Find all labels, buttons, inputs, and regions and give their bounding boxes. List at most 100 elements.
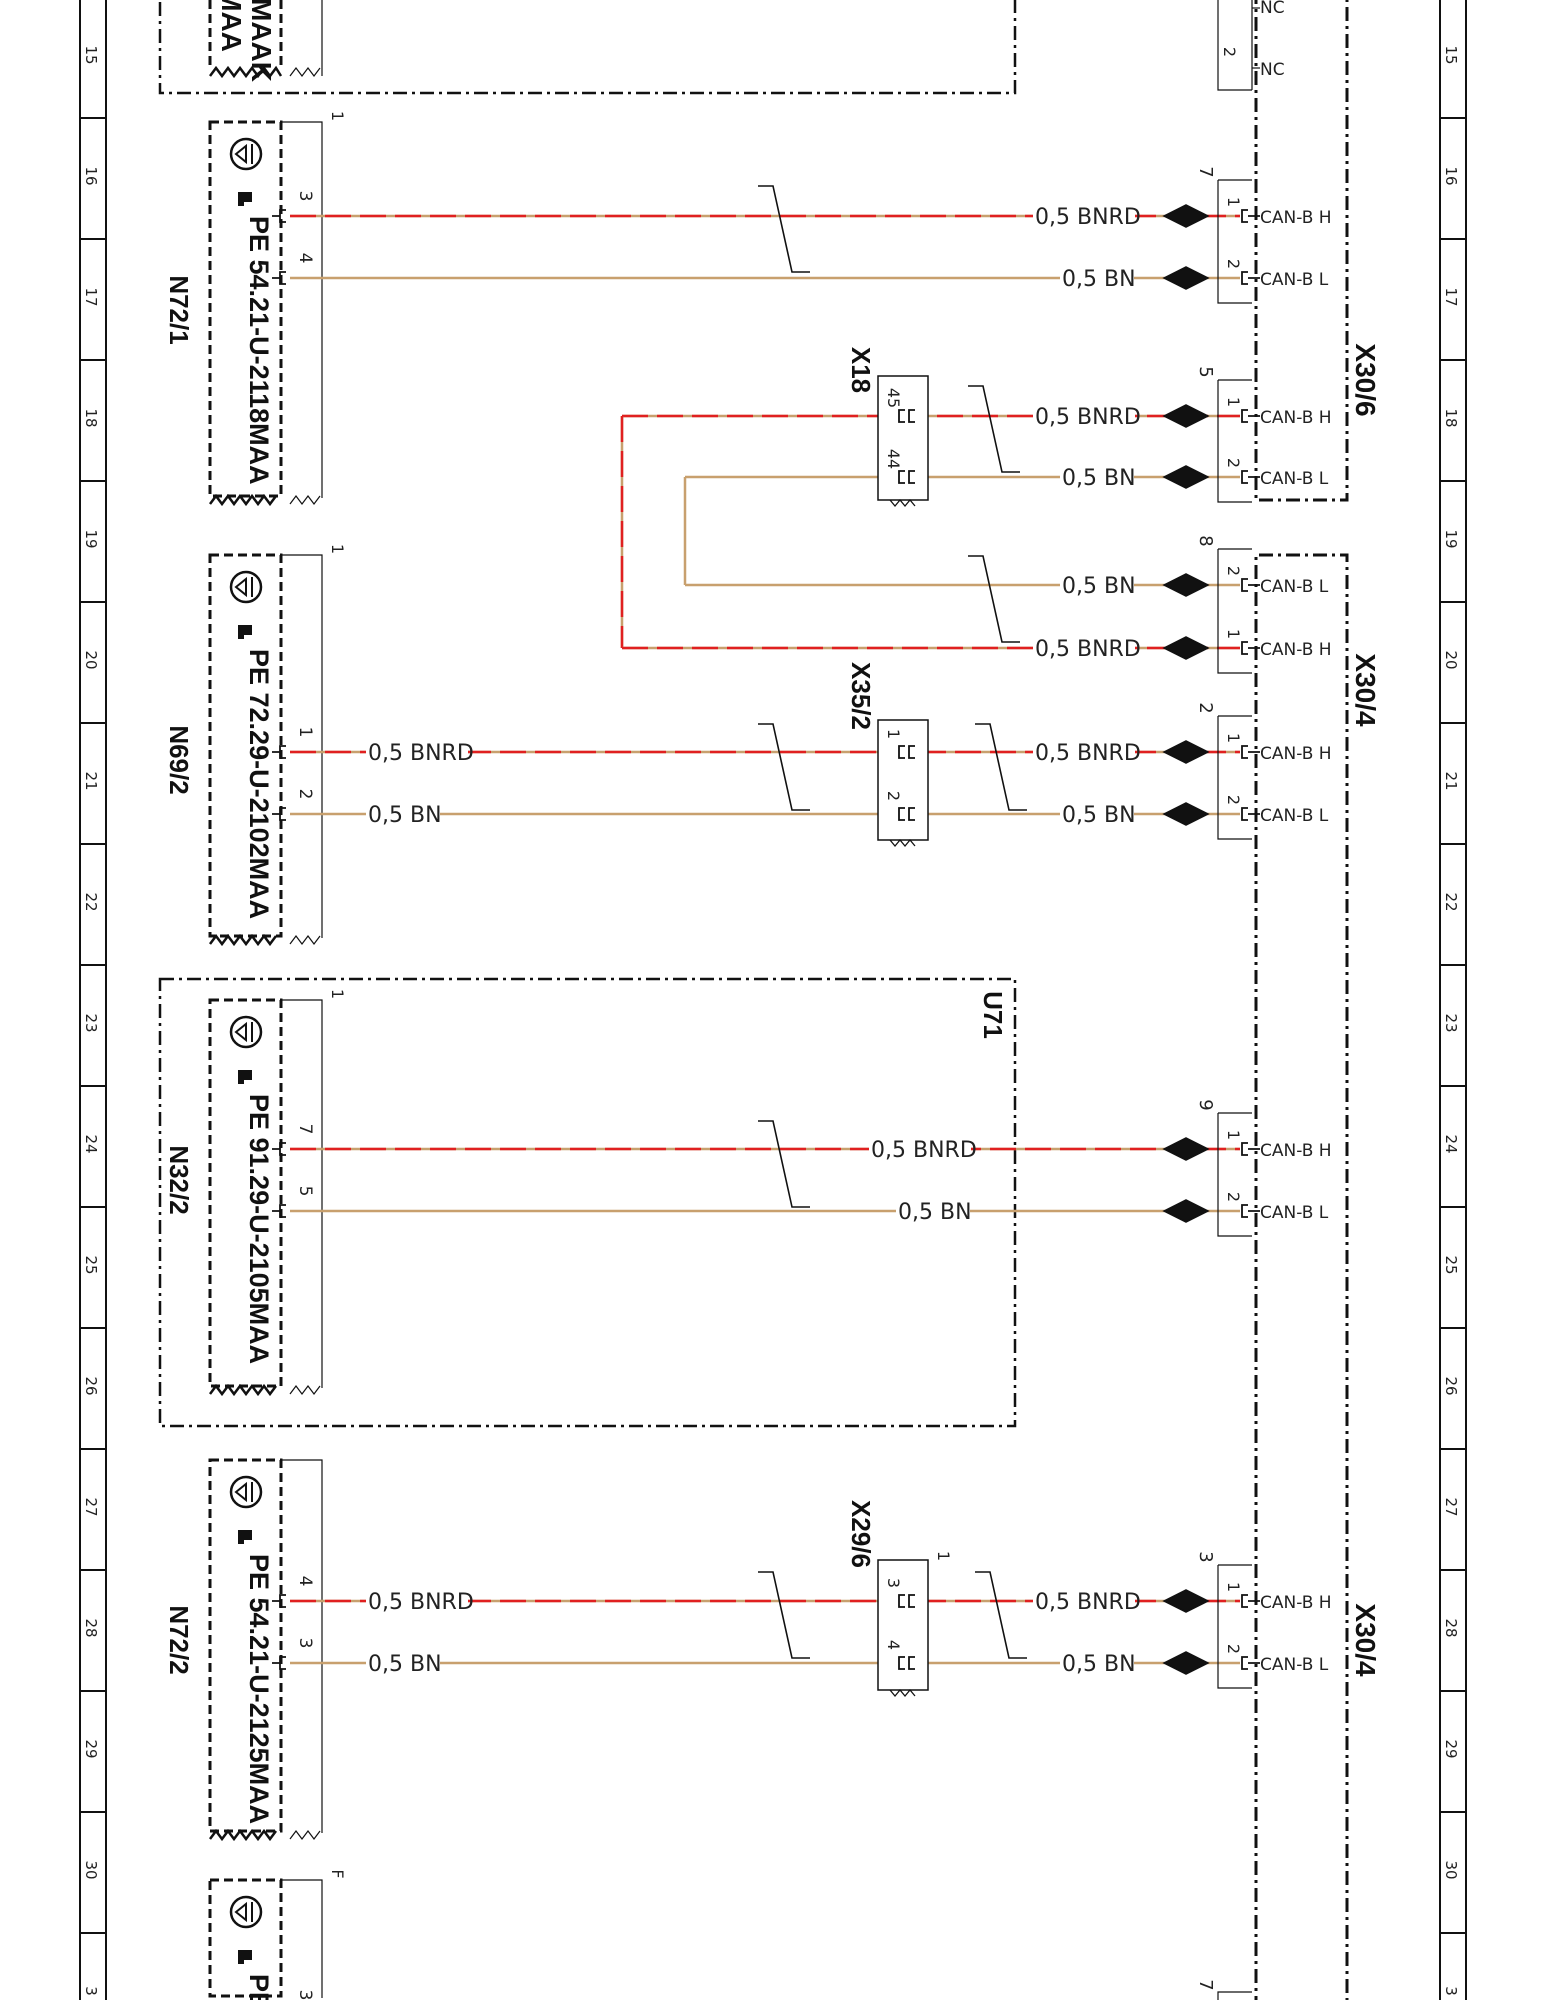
wire-label-bg bbox=[1033, 1593, 1135, 1613]
module-id: N72/2 bbox=[164, 1605, 194, 1674]
wire-label-n722-h-right: 0,5 BNRD bbox=[1033, 1590, 1141, 1615]
wire-label-bg bbox=[366, 1655, 440, 1675]
plug-arrow-right-icon bbox=[1186, 466, 1208, 488]
wire-label-bg bbox=[1033, 208, 1135, 228]
wire-label-bg bbox=[1060, 1655, 1134, 1675]
wire-label-text: 0,5 BNRD bbox=[1035, 405, 1141, 430]
left-grid-number: 17 bbox=[82, 287, 100, 306]
left-grid-number: 30 bbox=[82, 1860, 100, 1879]
splice-block-outline bbox=[1217, 1113, 1252, 1237]
wire-label-bg bbox=[1033, 640, 1135, 660]
splice-pin-terminal bbox=[1241, 745, 1260, 759]
left-grid-number: 23 bbox=[82, 1013, 100, 1032]
can-signal-label: CAN-B L bbox=[1260, 806, 1329, 826]
right-ruler bbox=[1439, 0, 1467, 2000]
splice-pin-number: 2 bbox=[1224, 795, 1243, 805]
connector-pin-number: 2 bbox=[884, 791, 903, 801]
right-grid-number: 27 bbox=[1442, 1497, 1460, 1516]
left-grid-number: 21 bbox=[82, 771, 100, 790]
transistor-icon bbox=[229, 1895, 263, 1929]
wire-label-bg bbox=[366, 1593, 468, 1613]
wire-label-text: 0,5 BNRD bbox=[368, 741, 474, 766]
plug-arrow-outline bbox=[1162, 404, 1210, 428]
splice-block-number: 2 bbox=[1195, 702, 1216, 713]
plug-arrow-pair bbox=[1162, 1137, 1210, 1161]
module-part-number: PE 54.21-U-2118MAA bbox=[244, 216, 274, 485]
connector-extra-pin: 1 bbox=[934, 1551, 953, 1561]
shield-slash-n692-b bbox=[975, 723, 1027, 811]
connector-pin-number: 3 bbox=[884, 1578, 903, 1588]
pin-n692-l-terminal bbox=[272, 807, 286, 821]
splice-pin-terminal bbox=[1241, 578, 1260, 592]
module-rail-break bbox=[289, 495, 321, 505]
top-module-fragment: MAA MAAK bbox=[158, 0, 1017, 95]
module-id: N32/2 bbox=[164, 1145, 194, 1214]
can-signal-label: CAN-B L bbox=[1260, 1203, 1329, 1223]
left-grid-number: 20 bbox=[82, 650, 100, 669]
pin-n692-h-terminal bbox=[272, 745, 286, 759]
splice-pin-terminal bbox=[1241, 1594, 1260, 1608]
transistor-icon-mark bbox=[234, 1021, 253, 1043]
plug-arrow-right-icon bbox=[1186, 803, 1208, 825]
transistor-icon bbox=[229, 1015, 263, 1049]
wire-label-n692-l-right: 0,5 BN bbox=[1060, 803, 1136, 828]
splice-pin-number: 2 bbox=[1224, 259, 1243, 269]
left-ruler bbox=[79, 0, 107, 2000]
module-outline bbox=[208, 553, 283, 938]
pin-n722-l: 3 bbox=[295, 1638, 315, 1649]
module-top-pin: F bbox=[328, 1869, 347, 1878]
module-part-number: PE 91.29-U-2105MAA bbox=[244, 1094, 274, 1364]
splice-pin-number: 2 bbox=[1224, 458, 1243, 468]
splice-group-x30-4-label: X30/4 bbox=[1350, 653, 1381, 727]
connector-pin-number: 1 bbox=[884, 729, 903, 739]
right-grid-number: 15 bbox=[1442, 45, 1460, 64]
left-grid-number: 27 bbox=[82, 1497, 100, 1516]
right-grid-number: 16 bbox=[1442, 166, 1460, 185]
splice-pin-terminal bbox=[1241, 409, 1260, 423]
wire-label-text: 0,5 BN bbox=[1062, 1652, 1136, 1677]
pin-n721-h-terminal bbox=[272, 209, 286, 223]
splice-group-x30-6: X30/6 bbox=[1254, 0, 1381, 502]
wire-label-text: 0,5 BNRD bbox=[1035, 1590, 1141, 1615]
plug-arrow-pair bbox=[1162, 573, 1210, 597]
wire-label-bg bbox=[869, 1141, 971, 1161]
right-grid-number: 17 bbox=[1442, 287, 1460, 306]
plug-arrow-outline bbox=[1162, 266, 1210, 290]
splice-block-outline bbox=[1217, 380, 1252, 503]
shield-slash-n722-a bbox=[758, 1571, 810, 1659]
module-outline bbox=[208, 1458, 283, 1833]
plug-arrow-left-icon bbox=[1164, 803, 1186, 825]
plug-arrow-left-icon bbox=[1164, 466, 1186, 488]
splice-block-outline bbox=[1217, 716, 1252, 840]
splice-pin-number: 1 bbox=[1224, 1582, 1243, 1592]
top-stub-nc-2: NC bbox=[1260, 60, 1285, 80]
splice-group-x30-4b-label: X30/4 bbox=[1350, 1603, 1381, 1677]
wire-label-bg bbox=[1060, 270, 1134, 290]
wire-label-bg bbox=[366, 806, 440, 826]
enclosure-u71: U71 bbox=[158, 977, 1017, 1428]
hand-pointer-icon bbox=[238, 625, 252, 639]
transistor-icon bbox=[229, 570, 263, 604]
module-break-mark bbox=[209, 1828, 277, 1842]
can-signal-label: CAN-B H bbox=[1260, 208, 1332, 228]
module-rail-break bbox=[289, 1830, 321, 1840]
pin-n322-h-terminal bbox=[272, 1142, 286, 1156]
pin-n322-l-terminal bbox=[272, 1204, 286, 1218]
right-grid-number: 22 bbox=[1442, 892, 1460, 911]
splice-block-number: 9 bbox=[1195, 1099, 1216, 1110]
plug-arrow-left-icon bbox=[1164, 205, 1186, 227]
module-top-pin: 1 bbox=[328, 111, 347, 121]
plug-arrow-outline bbox=[1162, 802, 1210, 826]
wire-label-n692-l-left: 0,5 BN bbox=[366, 803, 442, 828]
shield-slash-n322 bbox=[758, 1120, 810, 1208]
plug-arrow-pair bbox=[1162, 1651, 1210, 1675]
right-grid-number: 3 bbox=[1442, 1986, 1460, 1996]
pin-n721-h: 3 bbox=[295, 191, 315, 202]
module-pin-rail bbox=[281, 121, 323, 498]
connector-break bbox=[889, 838, 916, 848]
connector-label: X29/6 bbox=[846, 1500, 876, 1568]
